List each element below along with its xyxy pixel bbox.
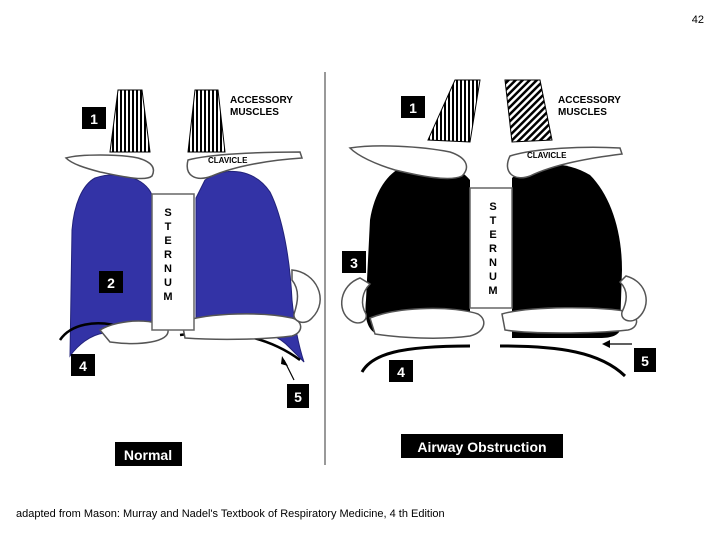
arrow-5-head xyxy=(281,356,288,366)
source-caption: adapted from Mason: Murray and Nadel's T… xyxy=(16,508,445,520)
clavicle-left xyxy=(348,145,468,180)
sternum-letter: E xyxy=(489,229,496,241)
svg-text:Airway Obstruction: Airway Obstruction xyxy=(417,439,546,455)
marker-4: 4 xyxy=(71,354,95,376)
marker-2-plain: 2 xyxy=(429,250,436,265)
sternum-letter: R xyxy=(489,243,497,255)
arrow-5-head xyxy=(602,340,610,348)
svg-text:5: 5 xyxy=(641,353,649,369)
svg-text:4: 4 xyxy=(397,364,405,380)
rib-right xyxy=(499,344,627,378)
marker-1: 1 xyxy=(401,96,425,118)
svg-text:1: 1 xyxy=(90,111,98,127)
sternum-letter: T xyxy=(490,215,497,227)
sternum-letters: S T E R N U M xyxy=(488,201,497,297)
svg-text:Normal: Normal xyxy=(124,447,172,463)
clavicle-label: CLAVICLE xyxy=(208,156,248,165)
accessory-muscle-right xyxy=(504,79,553,143)
obstruction-panel: S T E R N U M ACCESSORY MUSCLES CLAVICLE… xyxy=(340,79,656,458)
sternum-letters: S T E R N U M xyxy=(163,207,172,303)
marker-4: 4 xyxy=(389,360,413,382)
accessory-muscle-right xyxy=(187,89,226,153)
svg-text:5: 5 xyxy=(294,389,302,405)
airway-obstruction-title: Airway Obstruction xyxy=(401,434,563,458)
sternum-letter: M xyxy=(163,291,172,303)
accessory-muscle-left xyxy=(109,89,151,153)
sternum-letter: S xyxy=(164,207,171,219)
costal-hook-right xyxy=(618,275,647,322)
accessory-muscles-label: MUSCLES xyxy=(558,107,607,118)
costal-right xyxy=(181,313,302,341)
accessory-muscle-left xyxy=(427,79,481,143)
sternum-letter: M xyxy=(488,285,497,297)
sternum xyxy=(469,187,513,309)
sternum-letter: U xyxy=(164,277,172,289)
svg-text:1: 1 xyxy=(409,100,417,116)
normal-title: Normal xyxy=(115,442,182,466)
clavicle-right xyxy=(186,151,304,180)
sternum-letter: N xyxy=(489,257,497,269)
svg-text:4: 4 xyxy=(79,358,87,374)
sternum-letter: N xyxy=(164,263,172,275)
clavicle-left xyxy=(64,154,155,180)
sternum-letter: T xyxy=(165,221,172,233)
clavicle-right xyxy=(506,146,624,179)
lung-left xyxy=(365,161,470,335)
sternum-letter: R xyxy=(164,249,172,261)
marker-1: 1 xyxy=(82,107,106,129)
costal-hook-left xyxy=(340,277,372,324)
accessory-muscles-label: MUSCLES xyxy=(230,107,279,118)
costal-right xyxy=(501,307,638,334)
marker-5: 5 xyxy=(634,348,656,372)
marker-5: 5 xyxy=(287,384,309,408)
sternum-letter: S xyxy=(489,201,496,213)
clavicle-label: CLAVICLE xyxy=(527,151,567,160)
sternum-letter: E xyxy=(164,235,171,247)
svg-text:3: 3 xyxy=(350,255,358,271)
sternum-letter: U xyxy=(489,271,497,283)
svg-text:2: 2 xyxy=(107,275,115,291)
costal-hook-right xyxy=(291,269,321,324)
marker-2: 2 xyxy=(99,271,123,293)
costal-left xyxy=(369,307,485,339)
lung-right xyxy=(512,164,622,338)
accessory-muscles-label: ACCESSORY xyxy=(558,95,621,106)
normal-panel: S T E R N U M ACCESSORY MUSCLES CLAVICLE… xyxy=(58,89,321,466)
sternum xyxy=(151,193,195,331)
rib-left xyxy=(360,344,471,373)
accessory-muscles-label: ACCESSORY xyxy=(230,95,293,106)
marker-3: 3 xyxy=(342,251,366,273)
slide-number: 42 xyxy=(691,14,704,26)
